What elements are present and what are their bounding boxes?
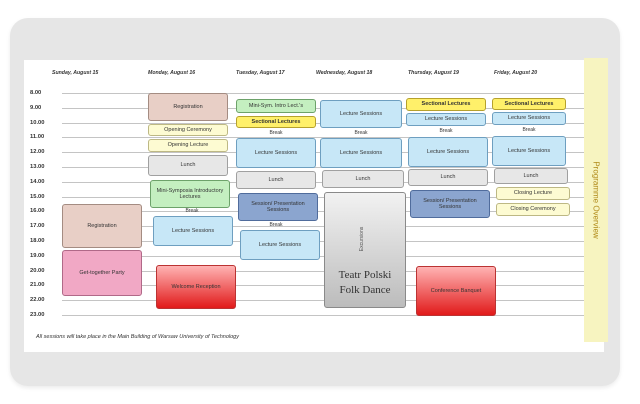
time-label: 11.00 [30,134,45,141]
event-tue-lecture-1: Lecture Sessions [236,138,316,168]
time-gridline [62,300,584,302]
time-label: 9.00 [30,104,42,111]
schedule-footnote: All sessions will take place in the Main… [36,334,239,340]
event-thu-lecture-2: Lecture Sessions [408,137,488,167]
day-header-tuesday: Tuesday, August 17 [236,70,285,76]
time-label: 17.00 [30,223,45,230]
time-label: 16.00 [30,208,45,215]
event-fri-sectional: Sectional Lectures [492,98,566,110]
time-label: 18.00 [30,238,45,244]
time-label: 13.00 [30,164,45,170]
event-mon-break: Break [185,208,199,214]
time-gridline [62,93,584,94]
event-tue-minisym: Mini-Sym. Intro Lect.'s [236,99,316,113]
time-gridline [62,196,584,198]
time-gridline [62,211,584,213]
event-thu-poster: Session/ Presentation Sessions [410,190,490,218]
event-wed-break: Break [354,130,368,136]
time-gridline [62,226,584,228]
programme-overview-tab: Programme Overview [584,58,608,342]
event-fri-break: Break [522,127,536,133]
day-header-wednesday: Wednesday, August 18 [316,70,373,76]
event-wed-folk: Folk Dance [339,284,391,296]
event-mon-welcome-reception: Welcome Reception [156,265,236,309]
event-fri-closing-lecture: Closing Lecture [496,187,570,200]
event-thu-sectional: Sectional Lectures [406,98,486,111]
time-label: 20.00 [30,267,45,274]
day-header-monday: Monday, August 16 [148,70,196,76]
time-label: 12.00 [30,149,45,156]
day-header-thursday: Thursday, August 19 [408,70,459,76]
time-label: 8.00 [30,90,42,96]
event-wed-excursions-block [324,192,406,308]
time-label: 22.00 [30,297,45,304]
time-gridline [62,285,584,287]
event-tue-break-2: Break [269,222,283,228]
time-label: 19.00 [30,252,45,259]
time-gridline [62,137,584,139]
event-mon-registration: Registration [148,93,228,121]
day-header-friday: Friday, August 20 [494,70,538,76]
event-mon-lecture-sessions: Lecture Sessions [153,216,233,246]
event-wed-lecture-1: Lecture Sessions [320,100,402,128]
event-tue-break-1: Break [269,130,283,136]
time-label: 15.00 [30,193,45,200]
event-mon-opening-ceremony: Opening Ceremony [148,124,228,136]
event-thu-lunch: Lunch [408,169,488,186]
time-label: 23.00 [30,312,45,318]
time-gridline [62,255,584,257]
time-gridline [62,315,584,316]
event-tue-poster: Session/ Presentation Sessions [238,193,318,221]
programme-overview-label: Programme Overview [591,161,601,239]
event-fri-lunch: Lunch [494,168,568,184]
event-wed-teatr: Teatr Polski [338,269,392,281]
event-thu-banquet: Conference Banquet [416,266,496,316]
event-thu-lecture-1: Lecture Sessions [406,113,486,126]
event-sun-get-together: Get-together Party [62,250,142,296]
time-gridline [62,270,584,272]
day-header-sunday: Sunday, August 15 [52,70,99,76]
event-tue-lecture-2: Lecture Sessions [240,230,320,260]
event-mon-opening-lecture: Opening Lecture [148,139,228,152]
time-label: 14.00 [30,178,45,185]
event-mon-minisymposia: Mini-Symposia Introductory Lectures [150,180,230,208]
event-wed-excursions: Excursions [359,226,366,252]
event-wed-lunch: Lunch [322,170,404,188]
event-sun-registration: Registration [62,204,142,248]
time-label: 10.00 [30,119,45,126]
event-wed-lecture-2: Lecture Sessions [320,138,402,168]
event-thu-break: Break [439,128,453,134]
time-gridline [62,241,584,242]
event-fri-lecture-1: Lecture Sessions [492,112,566,125]
event-tue-sectional: Sectional Lectures [236,116,316,128]
event-mon-lunch: Lunch [148,155,228,176]
event-fri-closing-ceremony: Closing Ceremony [496,203,570,216]
event-fri-lecture-2: Lecture Sessions [492,136,566,166]
event-tue-lunch: Lunch [236,171,316,189]
time-label: 21.00 [30,282,45,289]
